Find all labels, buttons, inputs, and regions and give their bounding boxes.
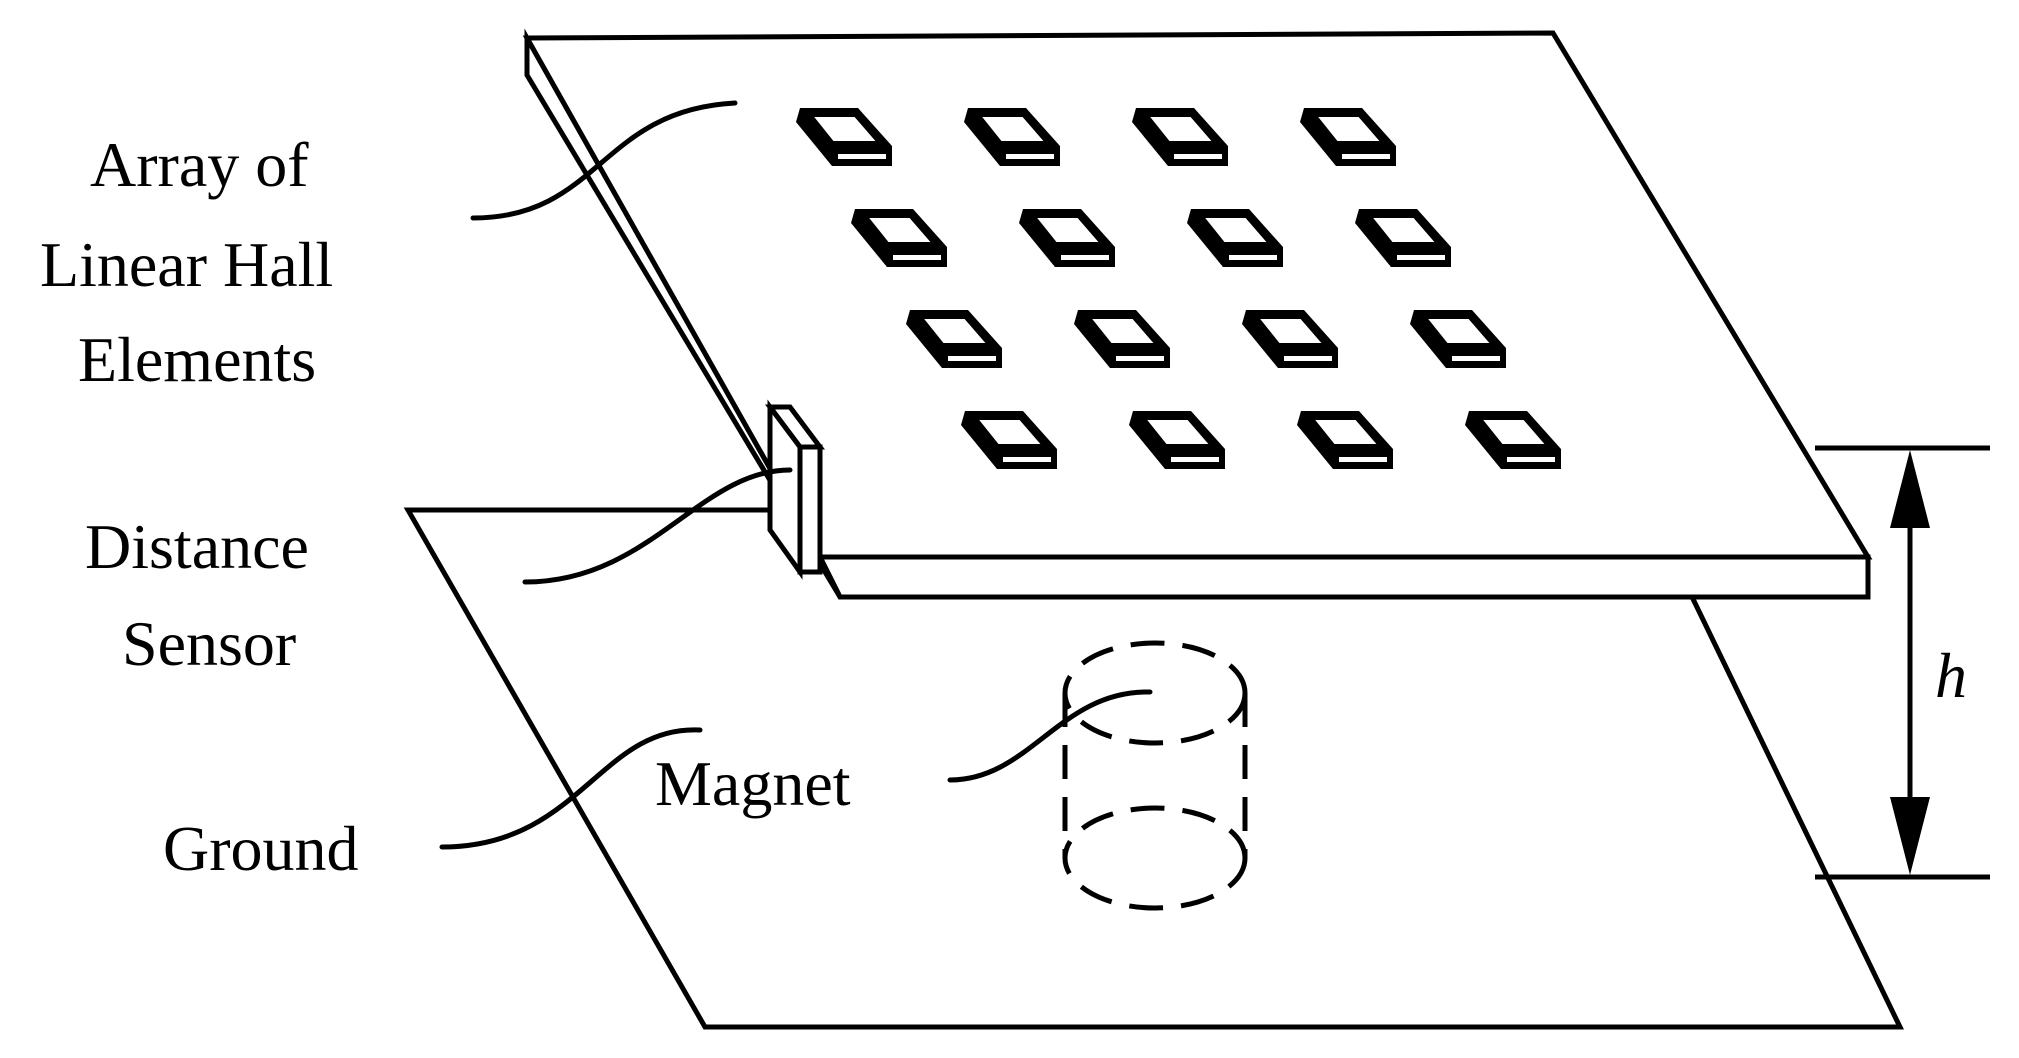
hall-element-chip-face xyxy=(1280,352,1336,365)
hall-element-chip xyxy=(964,108,1060,166)
hall-element-chip-face xyxy=(1448,352,1504,365)
hall-element-chip-face xyxy=(944,352,1000,365)
hall-element-chip-top xyxy=(1364,212,1444,248)
hall-element-chip-top xyxy=(915,313,995,349)
hall-element-chip-face xyxy=(1057,251,1113,264)
hall-element-chip-face xyxy=(1225,251,1281,264)
hall-element-chip xyxy=(1300,108,1396,166)
hall-element-chip xyxy=(1242,310,1338,368)
hall-element-chip xyxy=(1132,108,1228,166)
hall-element-chip-face xyxy=(1393,251,1449,264)
hall-element-chip xyxy=(796,108,892,166)
hall-element-chip-top xyxy=(1309,111,1389,147)
hall-element-chip-top xyxy=(1083,313,1163,349)
ground-leader-line xyxy=(439,727,703,850)
magnet-bottom-ellipse xyxy=(1062,805,1248,911)
hall-element-chip xyxy=(1074,310,1170,368)
hall-element-chip xyxy=(1410,310,1506,368)
board-front-face xyxy=(815,554,1871,600)
hall-element-chip-face xyxy=(1112,352,1168,365)
hall-element-chip xyxy=(1019,209,1115,267)
hall-element-chip-face xyxy=(999,453,1055,466)
hall-element-chip-top xyxy=(805,111,885,147)
hall-element-chip-top xyxy=(973,111,1053,147)
array-leader-line xyxy=(470,100,738,221)
hall-element-chip-top xyxy=(1474,414,1554,450)
hall-element-chip-top xyxy=(970,414,1050,450)
distance-sensor xyxy=(765,399,825,580)
hall-element-chip-top xyxy=(1138,414,1218,450)
array-label-line3: Elements xyxy=(78,324,316,395)
height-label: h xyxy=(1935,640,1967,711)
board-top-face xyxy=(522,30,1873,560)
hall-element-chip-face xyxy=(1338,150,1394,163)
distance-sensor-label-line2: Sensor xyxy=(122,608,296,679)
hall-element-chip xyxy=(1465,411,1561,469)
hall-element-chip-top xyxy=(1028,212,1108,248)
hall-element-chip-face xyxy=(889,251,945,264)
distance-sensor-side xyxy=(767,399,803,580)
hall-element-chip xyxy=(1187,209,1283,267)
hall-element-array xyxy=(796,108,1561,469)
height-arrow-down-icon xyxy=(1890,797,1930,875)
hall-element-chip xyxy=(1129,411,1225,469)
hall-element-chip-top xyxy=(1306,414,1386,450)
hall-element-chip-face xyxy=(1170,150,1226,163)
distance-sensor-label-line1: Distance xyxy=(85,511,309,582)
array-label-line2: Linear Hall xyxy=(40,229,333,300)
distance-sensor-leader-line xyxy=(522,467,793,585)
hall-element-chip xyxy=(1297,411,1393,469)
ground-label: Ground xyxy=(163,813,359,884)
hall-element-chip-face xyxy=(1167,453,1223,466)
hall-element-chip-top xyxy=(1141,111,1221,147)
hall-element-chip-face xyxy=(1335,453,1391,466)
magnet-label: Magnet xyxy=(655,748,851,819)
array-label-line1: Array of xyxy=(90,129,309,200)
hall-element-chip-top xyxy=(1196,212,1276,248)
hall-element-chip xyxy=(851,209,947,267)
hall-element-chip xyxy=(906,310,1002,368)
height-dimension xyxy=(1815,445,1990,880)
hall-element-chip-face xyxy=(834,150,890,163)
hall-element-chip xyxy=(1355,209,1451,267)
hall-element-chip-top xyxy=(1419,313,1499,349)
height-arrow-up-icon xyxy=(1890,450,1930,528)
hall-element-chip-top xyxy=(1251,313,1331,349)
hall-element-chip-top xyxy=(860,212,940,248)
hall-element-chip-face xyxy=(1503,453,1559,466)
hall-element-chip xyxy=(961,411,1057,469)
magnet-leader-line xyxy=(947,689,1153,783)
distance-sensor-front xyxy=(797,444,823,575)
hall-element-chip-face xyxy=(1002,150,1058,163)
